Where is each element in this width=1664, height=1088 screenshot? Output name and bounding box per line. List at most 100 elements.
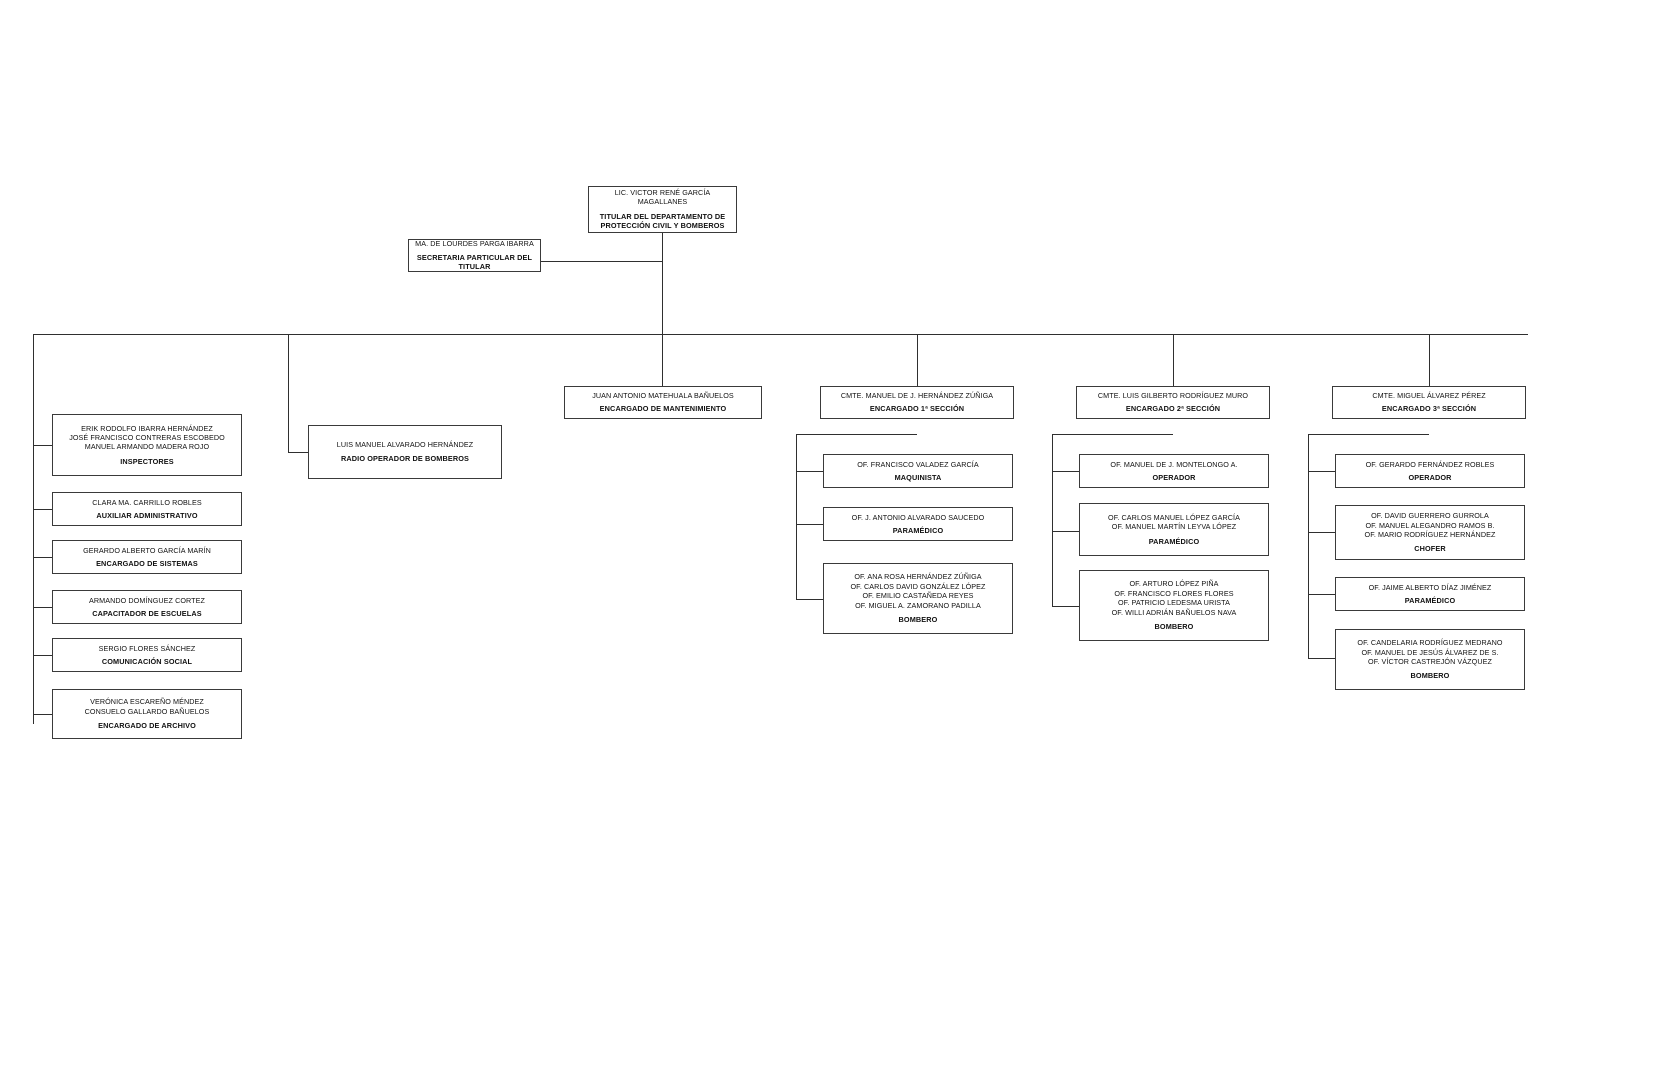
node-secretary[interactable]: MA. DE LOURDES PARGA IBARRA SECRETARIA P… [408, 239, 541, 272]
connector-section2-paramedic [1052, 531, 1079, 533]
node-section3-driver-title: CHOFER [1414, 544, 1446, 554]
node-section3-operator-title: OPERADOR [1408, 472, 1452, 482]
node-inspectors-title: INSPECTORES [120, 456, 174, 466]
connector-stub-admin-aux [33, 509, 52, 511]
node-archive-title: ENCARGADO DE ARCHIVO [98, 721, 196, 731]
node-section3-head-title: ENCARGADO 3ª SECCIÓN [1381, 404, 1477, 414]
node-section2-firefighters[interactable]: OF. ARTURO LÓPEZ PIÑA OF. FRANCISCO FLOR… [1079, 570, 1269, 641]
node-archive-names: VERÓNICA ESCAREÑO MÉNDEZ CONSUELO GALLAR… [84, 697, 210, 716]
node-secretary-names: MA. DE LOURDES PARGA IBARRA [415, 239, 534, 249]
node-archive[interactable]: VERÓNICA ESCAREÑO MÉNDEZ CONSUELO GALLAR… [52, 689, 242, 739]
connector-section2-firefighters [1052, 606, 1079, 608]
connector-section1-machinist [796, 471, 823, 473]
node-systems-names: GERARDO ALBERTO GARCÍA MARÍN [83, 545, 211, 555]
node-section2-paramedic-names: OF. CARLOS MANUEL LÓPEZ GARCÍA OF. MANUE… [1108, 512, 1240, 532]
connector-section3-paramedic [1308, 594, 1335, 596]
node-section3-paramedic-names: OF. JAIME ALBERTO DÍAZ JIMÉNEZ [1368, 582, 1492, 592]
connector-drop-admin [33, 334, 35, 724]
connector-head-down [662, 233, 664, 335]
connector-stub-trainer [33, 607, 52, 609]
connector-secretary [541, 261, 663, 263]
node-schools-trainer[interactable]: ARMANDO DOMÍNGUEZ CORTEZ CAPACITADOR DE … [52, 590, 242, 624]
node-section2-paramedic[interactable]: OF. CARLOS MANUEL LÓPEZ GARCÍA OF. MANUE… [1079, 503, 1269, 556]
node-section3-operator-names: OF. GERARDO FERNÁNDEZ ROBLES [1365, 459, 1495, 469]
node-section2-head-names: CMTE. LUIS GILBERTO RODRÍGUEZ MURO [1097, 391, 1249, 400]
connector-section2-spine [1052, 434, 1054, 606]
connector-section3-driver [1308, 532, 1335, 534]
connector-section2-top [1052, 434, 1173, 436]
node-section3-driver-names: OF. DAVID GUERRERO GURROLA OF. MANUEL AL… [1364, 511, 1496, 539]
connector-section3-operator [1308, 471, 1335, 473]
node-section2-operator[interactable]: OF. MANUEL DE J. MONTELONGO A. OPERADOR [1079, 454, 1269, 488]
node-admin-aux[interactable]: CLARA MA. CARRILLO ROBLES AUXILIAR ADMIN… [52, 492, 242, 526]
connector-section1-firefighters [796, 599, 823, 601]
node-section2-paramedic-title: PARAMÉDICO [1148, 536, 1200, 546]
node-social-comm-names: SERGIO FLORES SÁNCHEZ [98, 643, 196, 653]
node-section1-machinist-names: OF. FRANCISCO VALADEZ GARCÍA [857, 459, 979, 469]
connector-section1-spine [796, 434, 798, 599]
node-section3-head-names: CMTE. MIGUEL ÁLVAREZ PÉREZ [1372, 391, 1486, 400]
node-section3-firefighters-title: BOMBERO [1410, 671, 1450, 681]
connector-section1-paramedic [796, 524, 823, 526]
node-section1-machinist-title: MAQUINISTA [894, 472, 942, 482]
node-section1-head-names: CMTE. MANUEL DE J. HERNÁNDEZ ZÚÑIGA [840, 391, 994, 400]
node-head-names: LIC. VICTOR RENÉ GARCÍA MAGALLANES [614, 188, 711, 207]
node-section2-firefighters-title: BOMBERO [1154, 622, 1194, 632]
node-maintenance[interactable]: JUAN ANTONIO MATEHUALA BAÑUELOS ENCARGAD… [564, 386, 762, 419]
connector-section3-spine [1308, 434, 1310, 658]
node-systems[interactable]: GERARDO ALBERTO GARCÍA MARÍN ENCARGADO D… [52, 540, 242, 574]
node-section3-firefighters-names: OF. CANDELARIA RODRÍGUEZ MEDRANO OF. MAN… [1357, 638, 1503, 666]
node-social-comm[interactable]: SERGIO FLORES SÁNCHEZ COMUNICACIÓN SOCIA… [52, 638, 242, 672]
connector-stub-social [33, 655, 52, 657]
node-section1-head-title: ENCARGADO 1ª SECCIÓN [869, 404, 965, 414]
node-section1-paramedic-names: OF. J. ANTONIO ALVARADO SAUCEDO [851, 512, 985, 522]
connector-section3-firefighters [1308, 658, 1335, 660]
node-section3-paramedic[interactable]: OF. JAIME ALBERTO DÍAZ JIMÉNEZ PARAMÉDIC… [1335, 577, 1525, 611]
node-head[interactable]: LIC. VICTOR RENÉ GARCÍA MAGALLANES TITUL… [588, 186, 737, 233]
node-section1-firefighters[interactable]: OF. ANA ROSA HERNÁNDEZ ZÚÑIGA OF. CARLOS… [823, 563, 1013, 634]
node-section3-driver[interactable]: OF. DAVID GUERRERO GURROLA OF. MANUEL AL… [1335, 505, 1525, 560]
connector-stub-radio [288, 452, 308, 454]
node-maintenance-title: ENCARGADO DE MANTENIMIENTO [599, 404, 727, 414]
node-section1-firefighters-names: OF. ANA ROSA HERNÁNDEZ ZÚÑIGA OF. CARLOS… [850, 572, 986, 610]
node-systems-title: ENCARGADO DE SISTEMAS [96, 558, 198, 568]
node-admin-aux-names: CLARA MA. CARRILLO ROBLES [92, 497, 202, 507]
node-section3-head[interactable]: CMTE. MIGUEL ÁLVAREZ PÉREZ ENCARGADO 3ª … [1332, 386, 1526, 419]
connector-drop-section2 [1173, 334, 1175, 386]
node-section1-paramedic[interactable]: OF. J. ANTONIO ALVARADO SAUCEDO PARAMÉDI… [823, 507, 1013, 541]
node-section1-firefighters-title: BOMBERO [898, 615, 938, 625]
connector-stub-archive [33, 714, 52, 716]
node-section2-head[interactable]: CMTE. LUIS GILBERTO RODRÍGUEZ MURO ENCAR… [1076, 386, 1270, 419]
node-head-title: TITULAR DEL DEPARTAMENTO DE PROTECCIÓN C… [599, 211, 726, 231]
node-admin-aux-title: AUXILIAR ADMINISTRATIVO [96, 510, 198, 520]
node-section1-paramedic-title: PARAMÉDICO [892, 525, 944, 535]
node-social-comm-title: COMUNICACIÓN SOCIAL [101, 656, 193, 666]
node-inspectors[interactable]: ERIK RODOLFO IBARRA HERNÁNDEZ JOSÉ FRANC… [52, 414, 242, 476]
node-schools-trainer-title: CAPACITADOR DE ESCUELAS [92, 608, 202, 618]
node-schools-trainer-names: ARMANDO DOMÍNGUEZ CORTEZ [89, 595, 205, 605]
connector-section1-top [796, 434, 917, 436]
connector-section2-operator [1052, 471, 1079, 473]
node-section2-operator-title: OPERADOR [1152, 472, 1196, 482]
connector-section3-top [1308, 434, 1429, 436]
node-section2-head-title: ENCARGADO 2ª SECCIÓN [1125, 404, 1221, 414]
node-section1-head[interactable]: CMTE. MANUEL DE J. HERNÁNDEZ ZÚÑIGA ENCA… [820, 386, 1014, 419]
node-section2-firefighters-names: OF. ARTURO LÓPEZ PIÑA OF. FRANCISCO FLOR… [1111, 579, 1237, 617]
node-section3-operator[interactable]: OF. GERARDO FERNÁNDEZ ROBLES OPERADOR [1335, 454, 1525, 488]
node-radio-operator-names: LUIS MANUEL ALVARADO HERNÁNDEZ [336, 440, 474, 449]
node-section3-firefighters[interactable]: OF. CANDELARIA RODRÍGUEZ MEDRANO OF. MAN… [1335, 629, 1525, 690]
node-section3-paramedic-title: PARAMÉDICO [1404, 595, 1456, 605]
node-radio-operator[interactable]: LUIS MANUEL ALVARADO HERNÁNDEZ RADIO OPE… [308, 425, 502, 479]
node-secretary-title: SECRETARIA PARTICULAR DEL TITULAR [416, 252, 533, 272]
node-maintenance-names: JUAN ANTONIO MATEHUALA BAÑUELOS [592, 391, 734, 400]
connector-stub-inspectors [33, 445, 52, 447]
node-section2-operator-names: OF. MANUEL DE J. MONTELONGO A. [1110, 459, 1238, 469]
connector-drop-section3 [1429, 334, 1431, 386]
connector-main-bus [33, 334, 1528, 336]
node-inspectors-names: ERIK RODOLFO IBARRA HERNÁNDEZ JOSÉ FRANC… [69, 423, 225, 452]
connector-drop-radio [288, 334, 290, 452]
node-section1-machinist[interactable]: OF. FRANCISCO VALADEZ GARCÍA MAQUINISTA [823, 454, 1013, 488]
connector-drop-maintenance [662, 334, 664, 386]
connector-drop-section1 [917, 334, 919, 386]
